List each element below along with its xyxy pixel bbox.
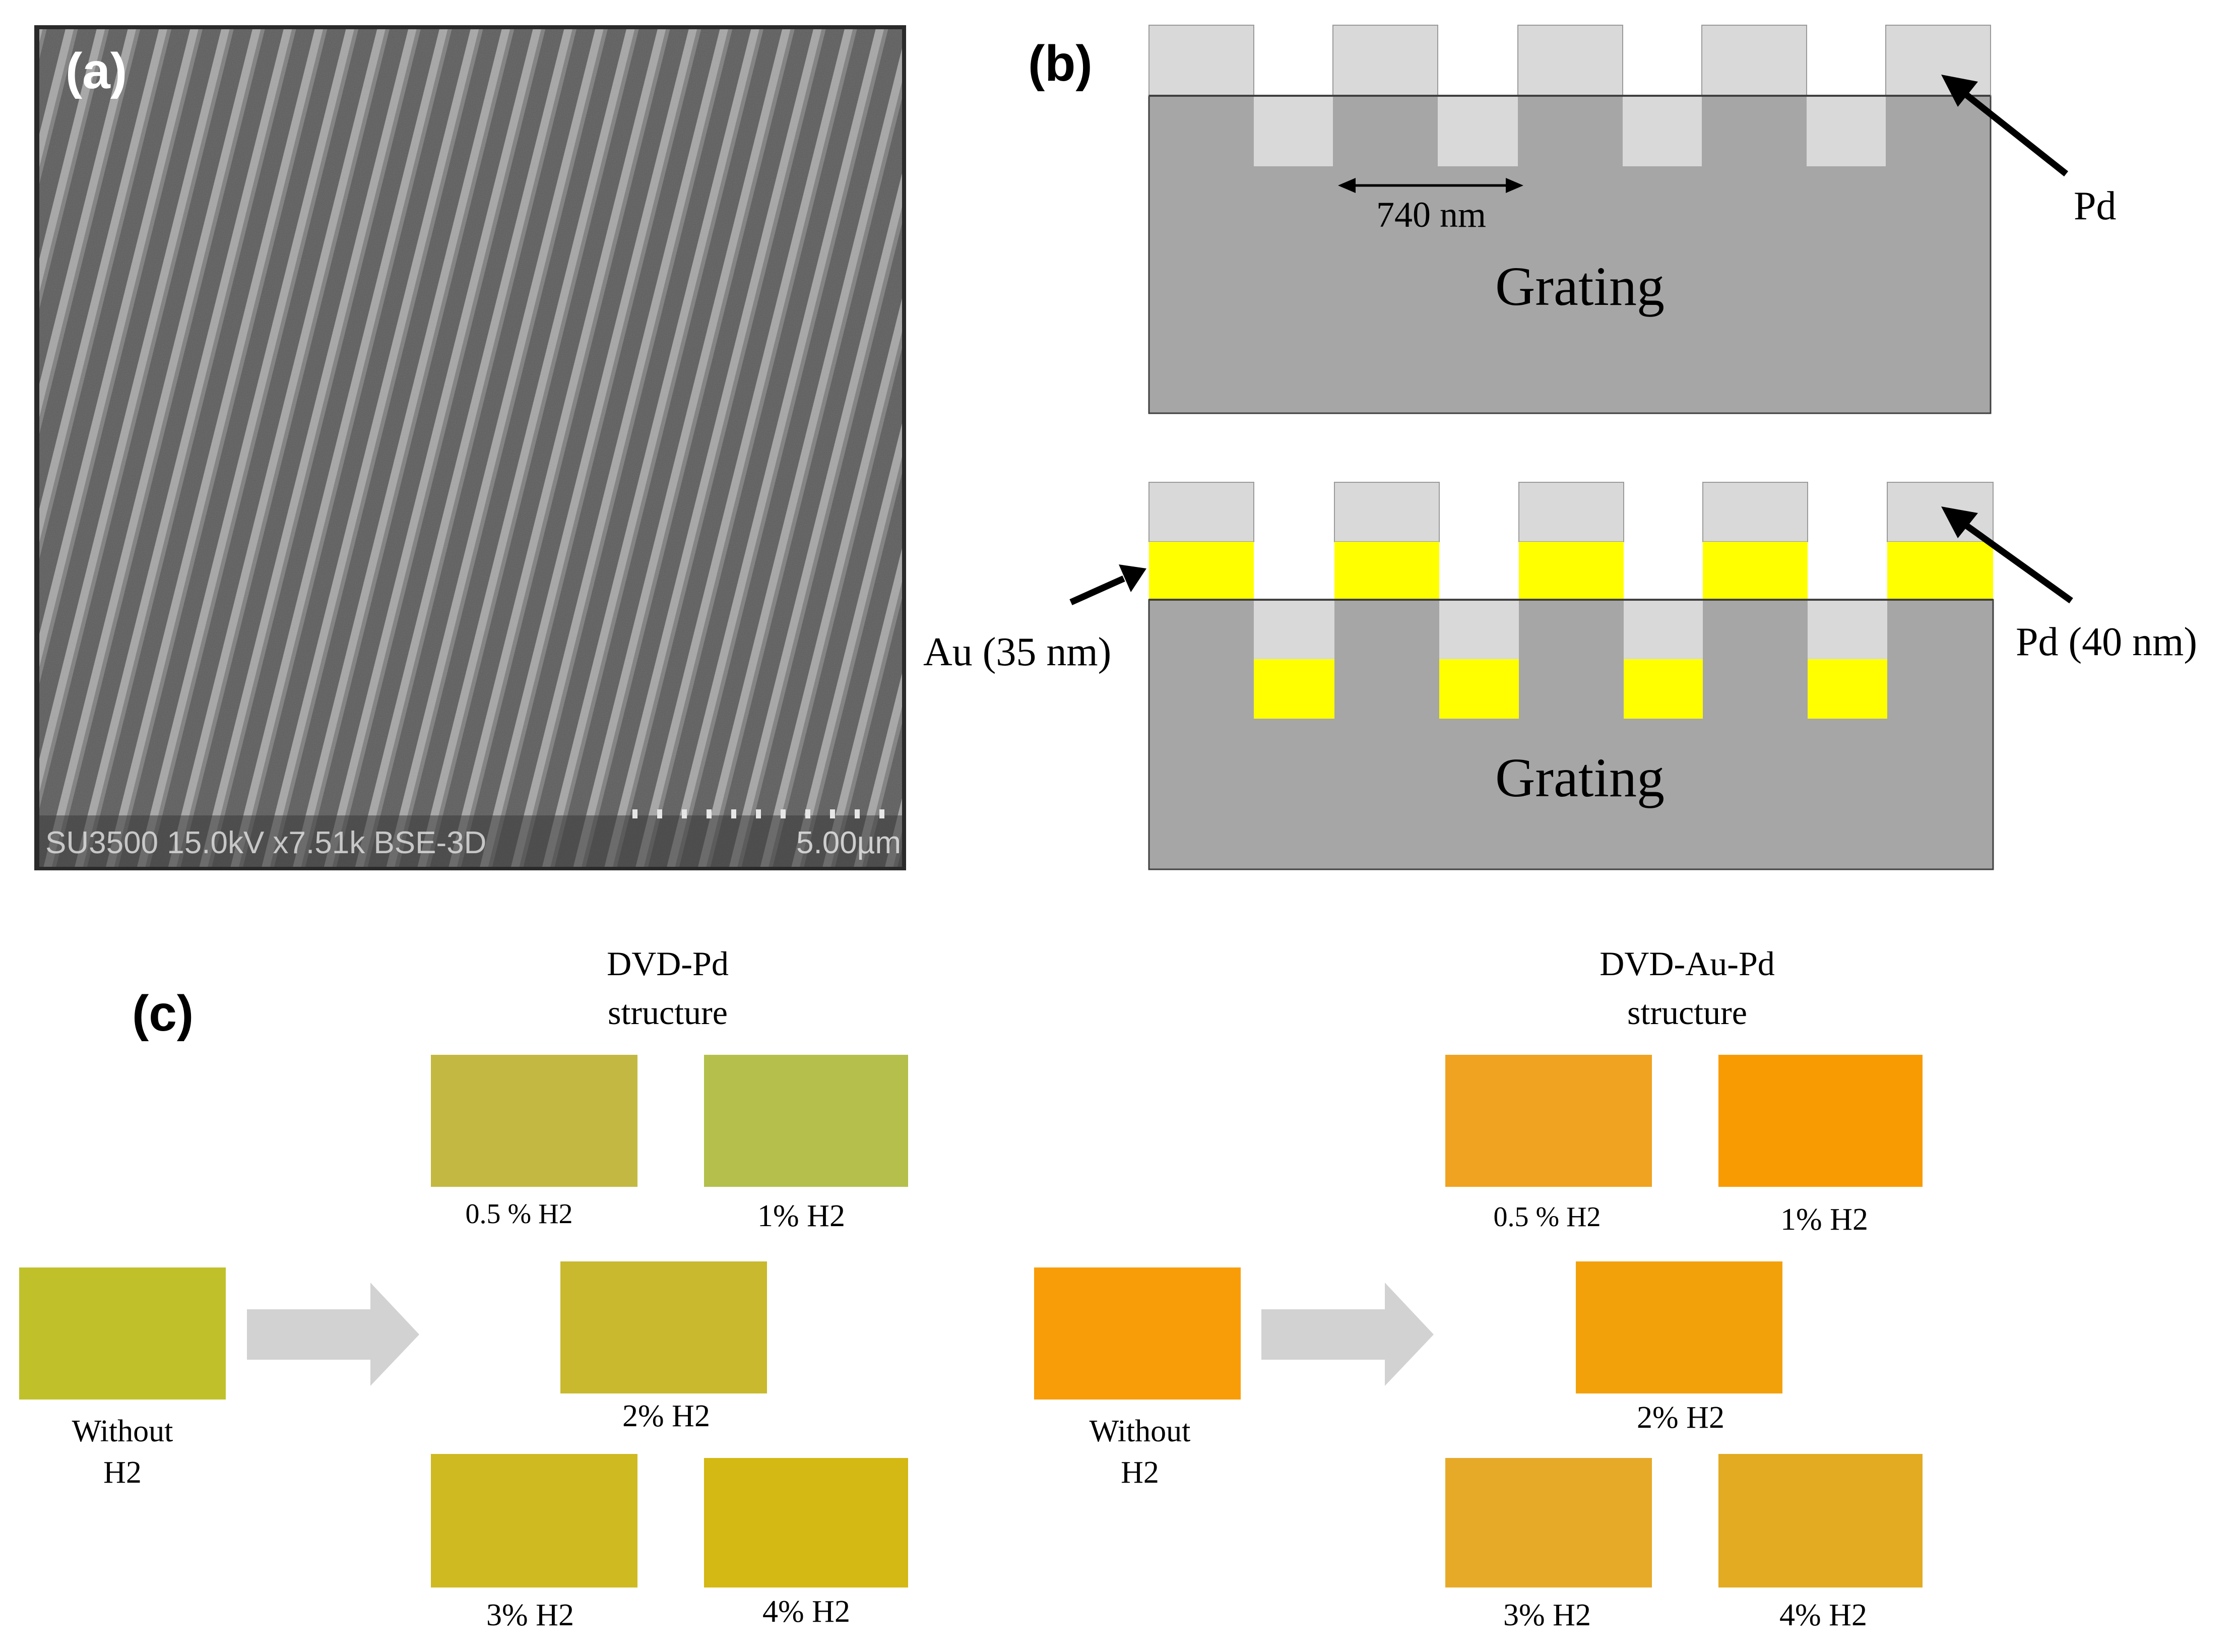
pd-groove-layer (1808, 600, 1887, 659)
sem-footer-bar (39, 815, 902, 867)
period-dimension-arrow (1338, 178, 1523, 193)
swatch-without-label-line2: H2 (103, 1455, 142, 1490)
au-top-layer (1887, 542, 1993, 600)
scale-bar-tick (731, 809, 736, 818)
swatch-without-label-line1: Without (72, 1414, 173, 1448)
right-arrow-icon (247, 1283, 419, 1386)
swatch-2pct-h2 (1576, 1261, 1782, 1393)
au-top-layer (1703, 542, 1808, 600)
swatch-without-h2 (1034, 1267, 1241, 1400)
panel-a-label: (a) (66, 43, 127, 99)
schematic-dvd-pd: 740 nm Grating Pd (1148, 25, 2117, 414)
pd-top-layer (1334, 482, 1440, 542)
swatch-1pct-h2 (1718, 1055, 1923, 1187)
scale-bar-tick (781, 809, 786, 818)
pd-groove-block (1438, 96, 1518, 166)
swatch-0.5pct-label: 0.5 % H2 (1493, 1201, 1601, 1233)
period-label: 740 nm (1376, 195, 1486, 235)
swatch-4pct-label: 4% H2 (1779, 1598, 1867, 1632)
swatch-2pct-label: 2% H2 (622, 1399, 710, 1433)
au-top-layer (1519, 542, 1624, 600)
group-title-line2: structure (608, 993, 728, 1032)
pd-groove-block (1623, 96, 1702, 166)
swatch-4pct-h2 (704, 1458, 908, 1587)
swatch-4pct-label: 4% H2 (762, 1595, 850, 1629)
pd-groove-block (1807, 96, 1886, 166)
scale-bar-label: 5.00µm (796, 825, 901, 860)
pd-label: Pd (40 nm) (2016, 620, 2197, 664)
swatch-0.5pct-h2 (431, 1055, 637, 1187)
swatch-1pct-label: 1% H2 (757, 1199, 845, 1233)
scale-bar-tick (879, 809, 884, 818)
sem-footer-text: SU3500 15.0kV x7.51k BSE-3D (45, 825, 486, 860)
scale-bar (632, 809, 884, 818)
pd-top-block (1701, 25, 1807, 96)
scale-bar-tick (707, 809, 712, 818)
pd-groove-layer (1254, 600, 1334, 659)
scale-bar-tick (756, 809, 761, 818)
swatch-without-h2 (19, 1267, 226, 1400)
scale-bar-tick (632, 809, 637, 818)
swatch-3pct-label: 3% H2 (1503, 1598, 1591, 1632)
group-title-line1: DVD-Au-Pd (1600, 944, 1775, 983)
pd-top-layer (1518, 482, 1624, 542)
pd-top-block (1517, 25, 1623, 96)
au-groove-layer (1624, 659, 1703, 719)
panel-a: (a) SU3500 15.0kV x7.51k BSE-3D 5.00µm (34, 25, 906, 870)
scale-bar-tick (657, 809, 662, 818)
swatch-4pct-h2 (1718, 1454, 1923, 1587)
swatch-0.5pct-h2 (1445, 1055, 1652, 1187)
au-label: Au (35 nm) (923, 630, 1111, 674)
pd-top-block (1332, 25, 1438, 96)
pd-top-block (1148, 25, 1254, 96)
scale-bar-tick (830, 809, 835, 818)
swatch-1pct-h2 (704, 1055, 908, 1187)
panel-b-label: (b) (1028, 35, 1093, 92)
schematic-dvd-au-pd: Grating Au (35 nm) Pd (40 nm) (923, 482, 2197, 870)
pd-pointer-arrow (1941, 506, 2073, 604)
pd-pointer-arrow (1941, 75, 2069, 177)
swatch-3pct-label: 3% H2 (486, 1598, 574, 1632)
pd-groove-block (1254, 96, 1333, 166)
panel-c: (c) DVD-Pd structure Without H2 0.5 % H2… (19, 944, 1923, 1632)
swatch-without-label-line1: Without (1090, 1414, 1191, 1448)
swatch-2pct-label: 2% H2 (1637, 1401, 1724, 1435)
group-title-line1: DVD-Pd (607, 944, 729, 983)
pd-groove-layer (1439, 600, 1519, 659)
swatch-2pct-h2 (560, 1261, 767, 1393)
panel-c-label: (c) (132, 985, 194, 1042)
swatch-0.5pct-label: 0.5 % H2 (465, 1198, 572, 1230)
group-title-line2: structure (1627, 993, 1747, 1032)
pd-top-layer (1702, 482, 1808, 542)
scale-bar-tick (805, 809, 810, 818)
au-pointer-arrow (1069, 564, 1146, 605)
group-dvd-au-pd: DVD-Au-Pd structure Without H2 0.5 % H2 … (1034, 944, 1923, 1632)
scale-bar-tick (855, 809, 860, 818)
scale-bar-tick (682, 809, 687, 818)
pd-groove-layer (1624, 600, 1703, 659)
swatch-3pct-h2 (431, 1454, 637, 1587)
pd-top-layer (1148, 482, 1254, 542)
au-groove-layer (1439, 659, 1519, 719)
swatch-without-label-line2: H2 (1121, 1455, 1159, 1490)
au-top-layer (1149, 542, 1254, 600)
group-dvd-pd: DVD-Pd structure Without H2 0.5 % H2 1% … (19, 944, 908, 1632)
au-top-layer (1334, 542, 1439, 600)
grating-label: Grating (1495, 256, 1665, 317)
au-groove-layer (1254, 659, 1334, 719)
swatch-3pct-h2 (1445, 1458, 1652, 1587)
pd-label: Pd (2074, 184, 2117, 228)
sem-noise (39, 29, 902, 867)
panel-b: (b) 740 nm Grating (923, 25, 2197, 870)
au-groove-layer (1808, 659, 1887, 719)
right-arrow-icon (1261, 1283, 1434, 1386)
swatch-1pct-label: 1% H2 (1780, 1202, 1868, 1237)
grating-label: Grating (1495, 747, 1665, 808)
